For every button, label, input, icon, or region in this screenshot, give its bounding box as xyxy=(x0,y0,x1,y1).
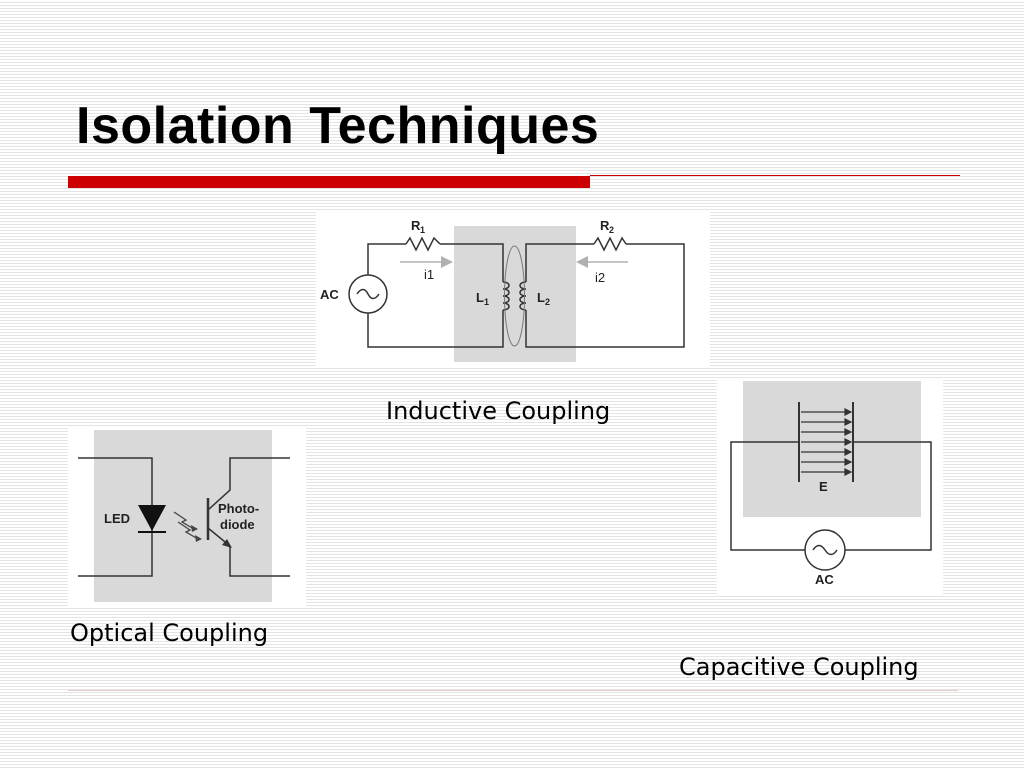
title-underline-line xyxy=(590,175,960,176)
r2-resistor xyxy=(593,236,627,252)
ac-label: AC xyxy=(320,287,339,302)
r2-subscript: 2 xyxy=(609,225,614,235)
photodiode-label-line1: Photo- xyxy=(218,501,259,516)
capacitive-coupling-diagram: E AC xyxy=(717,378,943,596)
optical-coupling-diagram: LED Photo- diode xyxy=(68,428,306,608)
i1-label: i1 xyxy=(424,267,434,282)
photodiode-label-line2: diode xyxy=(220,517,255,532)
l2-subscript: 2 xyxy=(545,297,550,307)
l1-coil xyxy=(502,281,510,311)
led-diode-symbol xyxy=(138,505,166,531)
led-label: LED xyxy=(104,511,130,526)
ac-label: AC xyxy=(815,572,834,587)
r2-label: R xyxy=(600,218,610,233)
phototransistor-leads xyxy=(207,457,290,577)
ac-wave xyxy=(812,544,838,556)
r1-resistor xyxy=(405,236,441,252)
capacitive-coupling-caption: Capacitive Coupling xyxy=(679,653,919,681)
electric-field-lines xyxy=(801,408,853,476)
i2-label: i2 xyxy=(595,270,605,285)
l1-subscript: 1 xyxy=(484,297,489,307)
emitter-arrow xyxy=(222,539,232,548)
inductive-coupling-diagram: AC R 1 R 2 i1 i2 L 1 L 2 xyxy=(316,212,710,368)
optical-coupling-caption: Optical Coupling xyxy=(70,619,269,647)
capacitor-circuit-wire xyxy=(730,441,932,551)
ac-wave xyxy=(356,288,380,300)
dielectric-shading xyxy=(743,381,921,517)
magnetic-flux-loop xyxy=(504,245,525,347)
page-title: Isolation Techniques xyxy=(76,97,600,155)
field-label: E xyxy=(819,479,828,494)
r1-subscript: 1 xyxy=(420,225,425,235)
primary-wire xyxy=(367,243,504,348)
footer-divider xyxy=(68,690,958,691)
i2-arrow xyxy=(576,256,588,268)
r1-label: R xyxy=(411,218,421,233)
inductive-coupling-caption: Inductive Coupling xyxy=(386,397,611,425)
l1-label: L xyxy=(476,290,484,305)
core-shading xyxy=(454,226,576,362)
secondary-wire xyxy=(525,243,685,348)
l2-coil xyxy=(519,281,527,311)
i1-arrow xyxy=(441,256,453,268)
l2-label: L xyxy=(537,290,545,305)
light-rays xyxy=(173,511,199,540)
title-underline-bar xyxy=(68,176,590,188)
